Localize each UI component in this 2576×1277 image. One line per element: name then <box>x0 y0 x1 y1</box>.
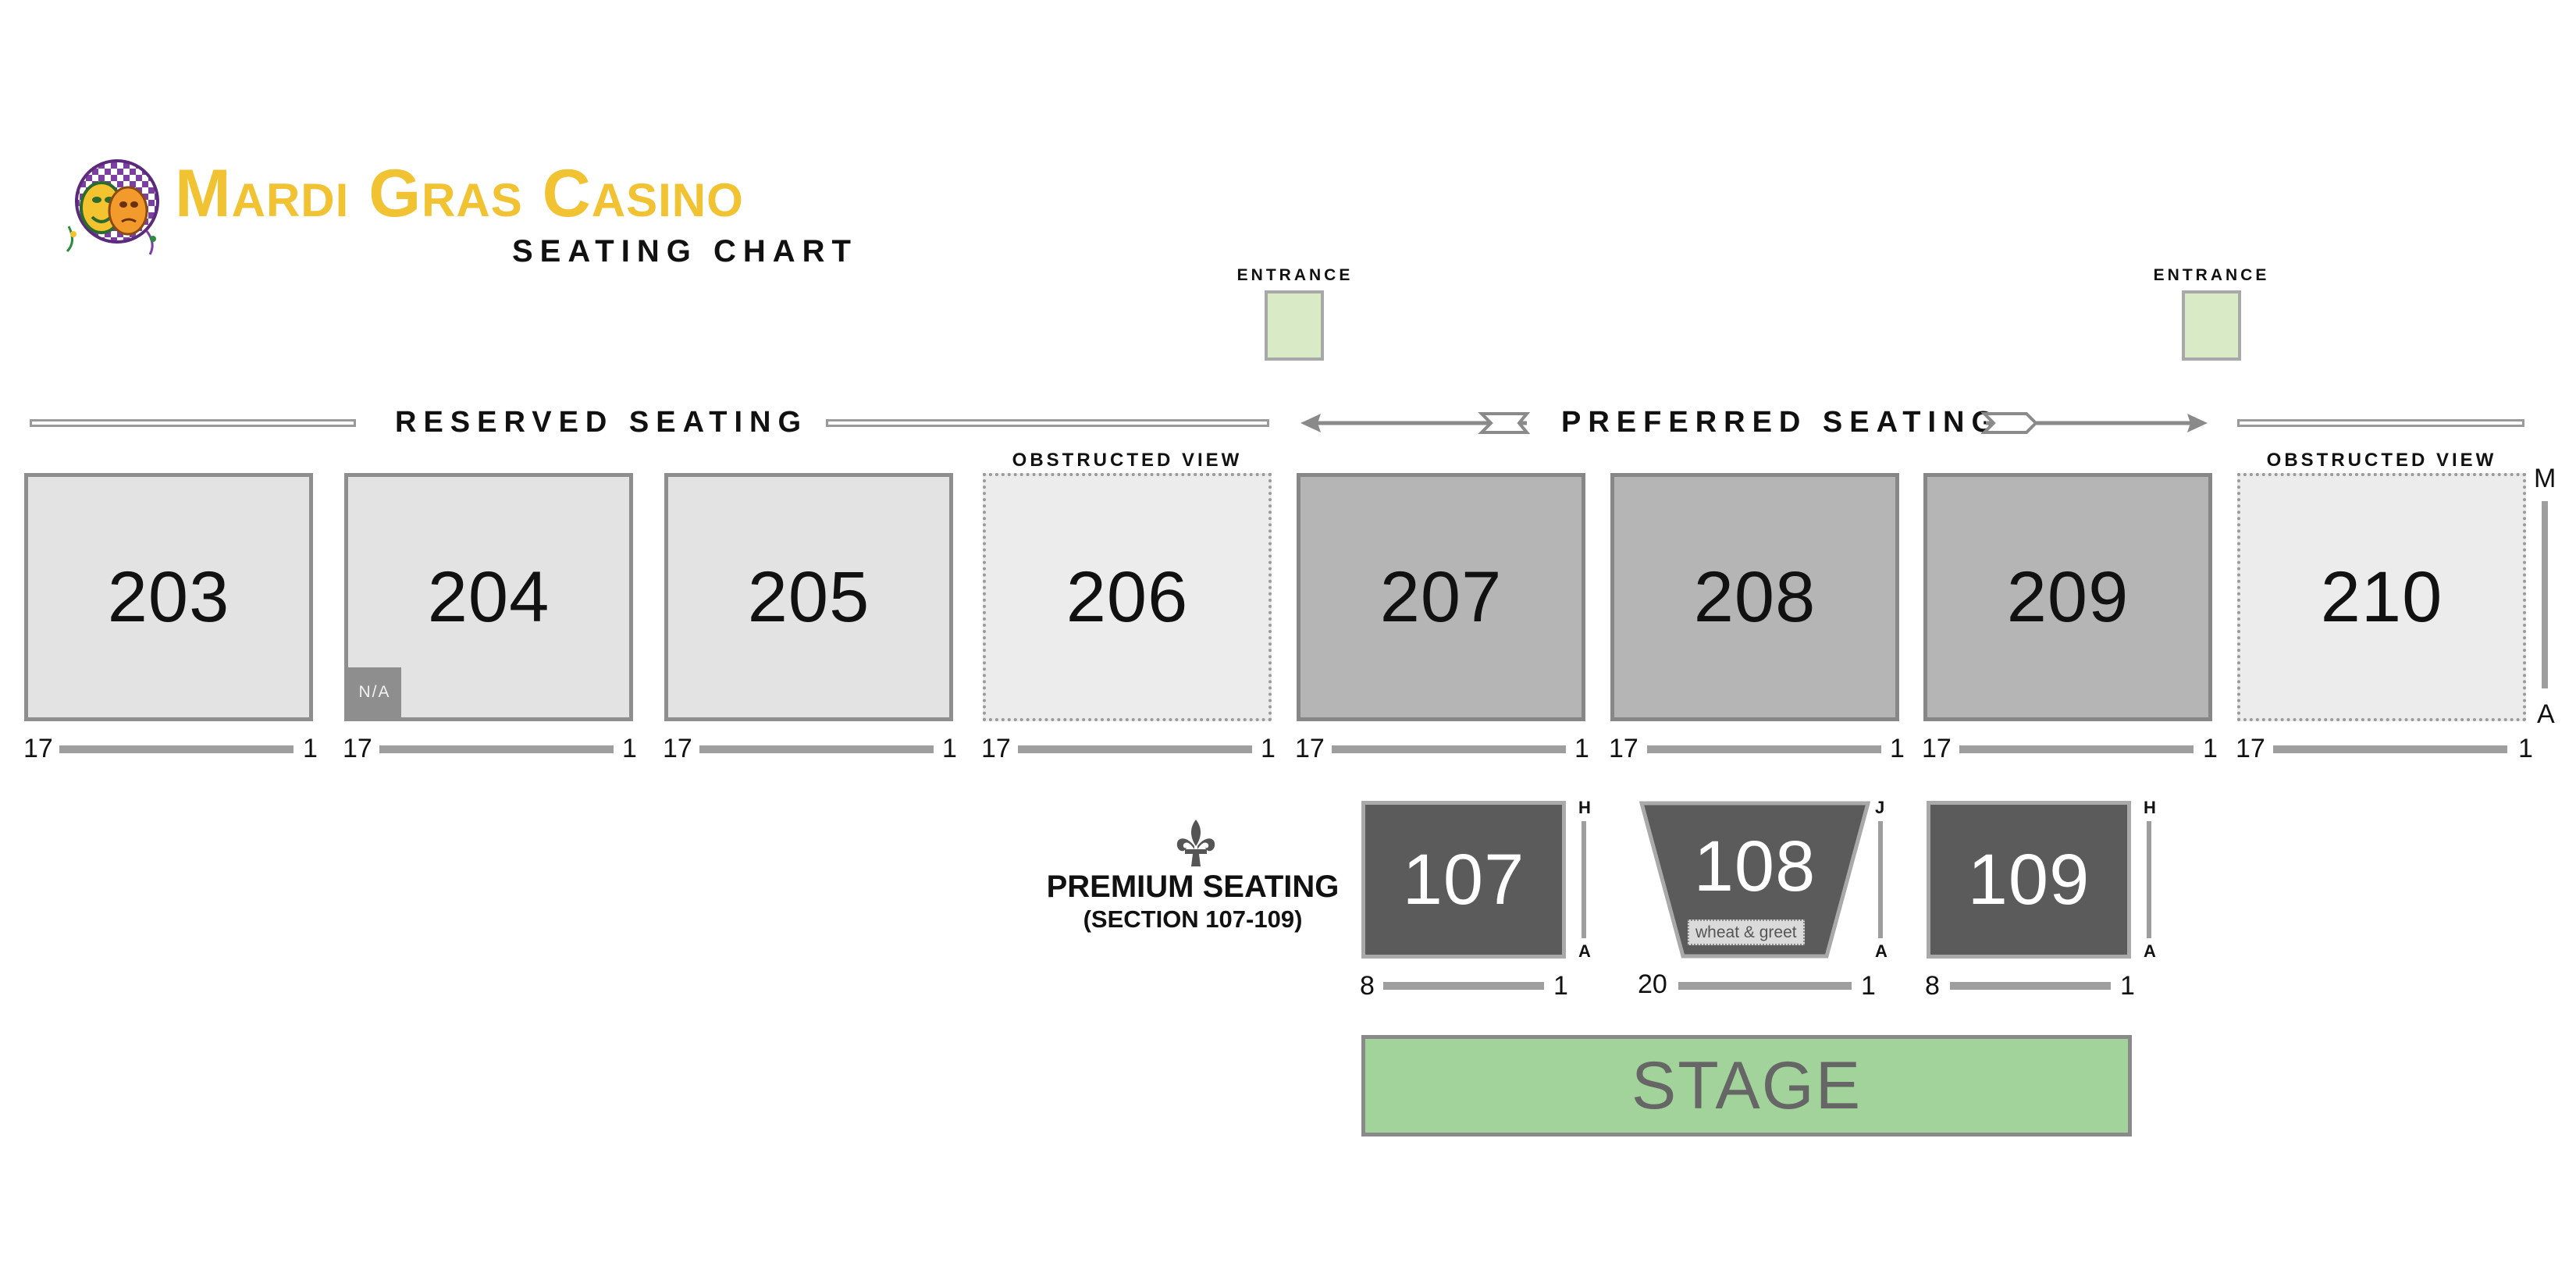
seat-scale-205 <box>699 745 934 753</box>
entrance-label-2: ENTRANCE <box>2153 266 2270 284</box>
na-badge: N/A <box>348 667 401 717</box>
seat-start-210: 17 <box>2236 734 2265 763</box>
seat-start-108: 20 <box>1638 969 1667 999</box>
logo-title: Mardi Gras Casino <box>175 156 744 231</box>
obstructed-view-label-206: OBSTRUCTED VIEW <box>1012 450 1243 471</box>
seat-end-209: 1 <box>2203 734 2218 763</box>
section-number: 209 <box>2006 557 2129 637</box>
section-107[interactable]: 107 <box>1361 801 1566 959</box>
seat-start-107: 8 <box>1360 971 1375 1001</box>
premium-seating-title: PREMIUM SEATING <box>1046 870 1340 904</box>
seat-scale-206 <box>1018 745 1252 753</box>
section-207[interactable]: 207 <box>1297 473 1585 721</box>
row-bottom-107: A <box>1578 941 1591 961</box>
section-205[interactable]: 205 <box>664 473 953 721</box>
seat-end-206: 1 <box>1261 734 1276 763</box>
reserved-seating-title: RESERVED SEATING <box>395 406 809 439</box>
seat-scale-108 <box>1678 982 1852 990</box>
section-number: 210 <box>2320 557 2443 637</box>
section-204[interactable]: 204 N/A <box>344 473 633 721</box>
row-scale-107 <box>1582 821 1586 938</box>
seat-end-109: 1 <box>2120 971 2135 1001</box>
section-number: 205 <box>747 557 870 637</box>
seat-scale-210 <box>2273 745 2507 753</box>
seat-start-208: 17 <box>1609 734 1638 763</box>
seat-start-204: 17 <box>343 734 372 763</box>
seat-end-208: 1 <box>1890 734 1905 763</box>
section-109[interactable]: 109 <box>1927 801 2131 959</box>
logo-subtitle: SEATING CHART <box>512 234 858 269</box>
section-number: 204 <box>427 557 550 637</box>
fleur-de-lis-icon <box>1172 818 1219 870</box>
mardi-gras-mask-logo-icon <box>61 156 162 258</box>
seat-end-207: 1 <box>1574 734 1589 763</box>
section-number: 208 <box>1693 557 1816 637</box>
preferred-seating-title: PREFERRED SEATING <box>1561 406 2002 439</box>
section-210[interactable]: 210 <box>2237 473 2526 721</box>
row-top-107: H <box>1578 798 1591 817</box>
row-scale-109 <box>2147 821 2151 938</box>
section-number: 109 <box>1967 839 2090 920</box>
seat-end-108: 1 <box>1861 971 1876 1001</box>
section-number: 107 <box>1402 839 1525 920</box>
seat-start-205: 17 <box>663 734 692 763</box>
row-bottom-109: A <box>2144 941 2156 961</box>
seat-start-109: 8 <box>1925 971 1940 1001</box>
row-label-top: M <box>2534 464 2556 493</box>
seat-start-206: 17 <box>981 734 1011 763</box>
preferred-right-arrow-icon <box>1980 409 2208 437</box>
seat-scale-209 <box>1959 745 2194 753</box>
entrance-label-1: ENTRANCE <box>1236 266 1354 284</box>
row-top-109: H <box>2144 798 2156 817</box>
seat-end-204: 1 <box>622 734 637 763</box>
stage: STAGE <box>1361 1035 2132 1136</box>
obstructed-view-label-210: OBSTRUCTED VIEW <box>2266 450 2497 471</box>
premium-seating-subtitle: (SECTION 107-109) <box>1083 905 1303 933</box>
section-208[interactable]: 208 <box>1610 473 1899 721</box>
seat-scale-208 <box>1647 745 1881 753</box>
seat-scale-107 <box>1383 982 1544 990</box>
section-number: 203 <box>107 557 230 637</box>
row-top-108: J <box>1875 798 1885 817</box>
seat-end-210: 1 <box>2518 734 2533 763</box>
seat-scale-203 <box>59 745 294 753</box>
wheat-and-greet-tag: wheat & greet <box>1688 920 1805 946</box>
section-number: 108 <box>1693 827 1816 906</box>
row-scale-108 <box>1878 821 1883 938</box>
entrance-2 <box>2182 290 2241 361</box>
seat-scale-109 <box>1950 982 2111 990</box>
section-number: 207 <box>1379 557 1503 637</box>
seat-scale-204 <box>379 745 614 753</box>
stage-label: STAGE <box>1631 1048 1863 1123</box>
seat-end-107: 1 <box>1553 971 1568 1001</box>
row-scale-bar <box>2542 501 2548 688</box>
seat-end-205: 1 <box>942 734 957 763</box>
section-209[interactable]: 209 <box>1923 473 2212 721</box>
section-206[interactable]: 206 <box>983 473 1272 721</box>
seat-start-203: 17 <box>23 734 53 763</box>
row-label-bottom: A <box>2537 699 2555 729</box>
row-bottom-108: A <box>1875 941 1888 961</box>
entrance-1 <box>1265 290 1324 361</box>
seat-start-207: 17 <box>1295 734 1325 763</box>
section-108[interactable]: 108 wheat & greet <box>1639 801 1870 959</box>
seat-start-209: 17 <box>1922 734 1952 763</box>
obstructed-divider-right <box>2237 419 2524 427</box>
reserved-divider-left <box>30 419 356 427</box>
seat-end-203: 1 <box>303 734 318 763</box>
preferred-left-arrow-icon <box>1300 409 1535 437</box>
section-number: 206 <box>1066 557 1189 637</box>
reserved-divider-right <box>826 419 1269 427</box>
section-203[interactable]: 203 <box>24 473 313 721</box>
seat-scale-207 <box>1332 745 1566 753</box>
